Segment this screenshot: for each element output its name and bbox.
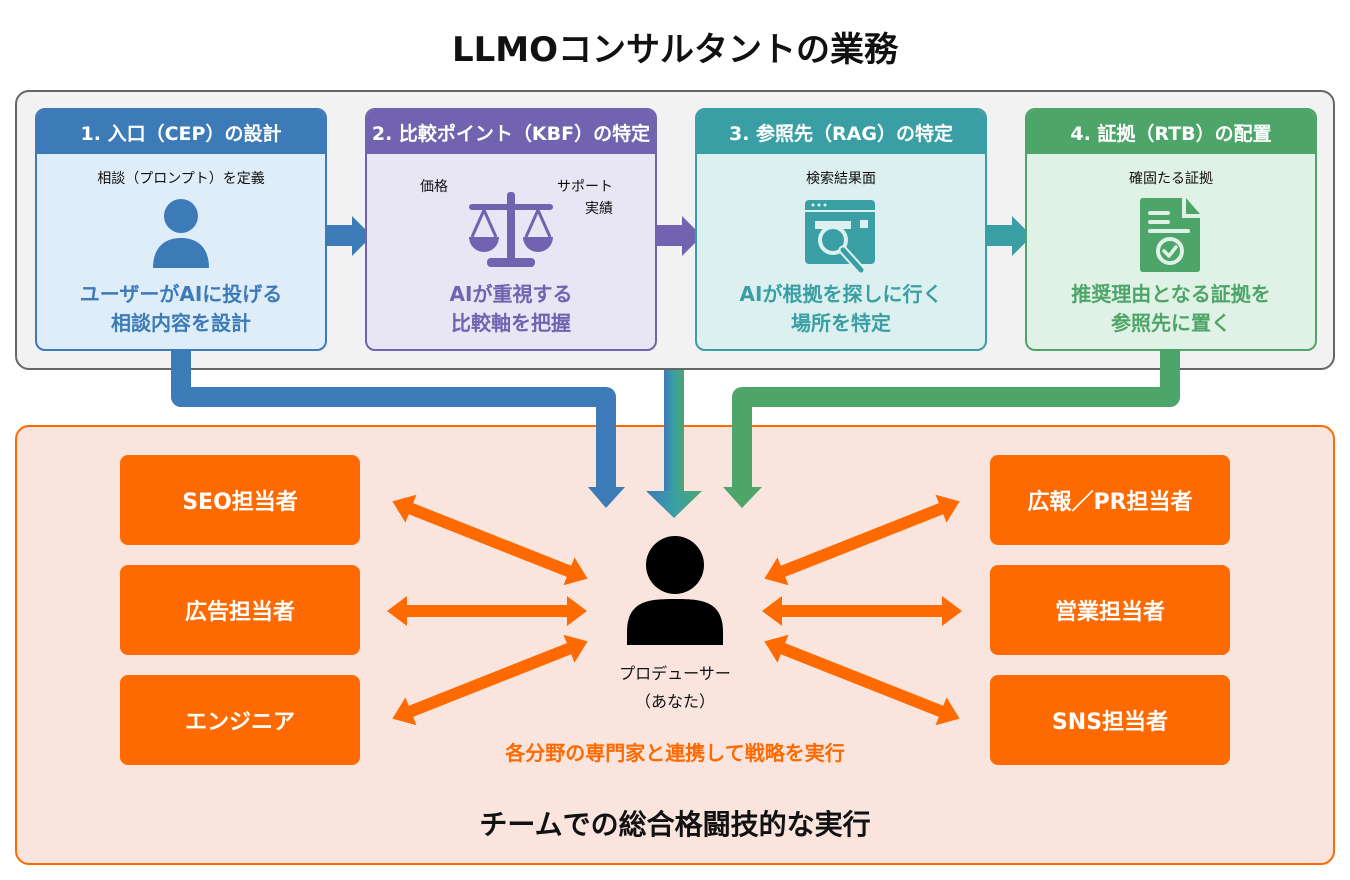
connector-step4-head bbox=[723, 487, 762, 508]
user-icon bbox=[153, 199, 209, 268]
arrow-ads bbox=[387, 596, 587, 626]
label-support-results: サポート 実績 bbox=[557, 179, 613, 217]
arrow-sales bbox=[762, 596, 962, 626]
flow-arrow-3-4 bbox=[977, 216, 1032, 256]
step-header: 4. 証拠（RTB）の配置 bbox=[1027, 110, 1315, 154]
flow-arrow-2-3 bbox=[647, 216, 702, 256]
team-arrows bbox=[387, 494, 962, 726]
connector-step1-head bbox=[588, 487, 625, 508]
page-title: LLMOコンサルタントの業務 bbox=[451, 30, 899, 70]
arrow-seo bbox=[392, 494, 588, 586]
team-execution-text: チームでの総合格闘技的な実行 bbox=[479, 808, 871, 841]
member-pr: 広報／PR担当者 bbox=[990, 455, 1230, 545]
step-rag: 3. 参照先（RAG）の特定 検索結果面 AIが根拠を探しに行く 場所を特定 bbox=[695, 108, 987, 351]
balance-scale-icon bbox=[469, 192, 553, 267]
step-description: 推奨理由となる証拠を 参照先に置く bbox=[1071, 282, 1271, 335]
member-seo: SEO担当者 bbox=[120, 455, 360, 545]
member-sns: SNS担当者 bbox=[990, 675, 1230, 765]
member-engineer: エンジニア bbox=[120, 675, 360, 765]
search-results-icon bbox=[805, 200, 875, 274]
step-subtitle: 検索結果面 bbox=[806, 171, 876, 187]
member-ads: 広告担当者 bbox=[120, 565, 360, 655]
document-check-icon bbox=[1140, 198, 1200, 272]
step-header: 2. 比較ポイント（KBF）の特定 bbox=[367, 110, 655, 154]
flow-arrow-1-2 bbox=[317, 216, 372, 256]
member-sales: 営業担当者 bbox=[990, 565, 1230, 655]
arrow-pr bbox=[764, 494, 960, 586]
producer-label: プロデューサー （あなた） bbox=[619, 664, 731, 711]
connector-middle-head bbox=[646, 491, 702, 518]
connector-step1 bbox=[171, 350, 616, 488]
label-price: 価格 bbox=[420, 179, 448, 195]
step-cep: 1. 入口（CEP）の設計 相談（プロンプト）を定義 ユーザーがAIに投げる 相… bbox=[35, 108, 327, 351]
connector-step4 bbox=[732, 350, 1180, 488]
step-header: 1. 入口（CEP）の設計 bbox=[37, 110, 325, 154]
step-description: ユーザーがAIに投げる 相談内容を設計 bbox=[79, 282, 283, 335]
step-subtitle: 確固たる証拠 bbox=[1129, 171, 1213, 187]
collaboration-text: 各分野の専門家と連携して戦略を実行 bbox=[505, 741, 845, 765]
arrow-sns bbox=[764, 634, 960, 726]
producer-icon bbox=[627, 536, 723, 645]
step-description: AIが重視する 比較軸を把握 bbox=[449, 282, 573, 335]
step-header: 3. 参照先（RAG）の特定 bbox=[697, 110, 985, 154]
arrow-engineer bbox=[392, 634, 588, 726]
step-subtitle: 相談（プロンプト）を定義 bbox=[97, 171, 265, 187]
step-rtb: 4. 証拠（RTB）の配置 確固たる証拠 推奨理由となる証拠を 参照先に置く bbox=[1025, 108, 1317, 351]
connector-middle bbox=[664, 370, 684, 492]
step-kbf: 2. 比較ポイント（KBF）の特定 価格 サポート 実績 AIが重視する 比較軸… bbox=[365, 108, 657, 351]
step-description: AIが根拠を探しに行く 場所を特定 bbox=[739, 282, 943, 335]
